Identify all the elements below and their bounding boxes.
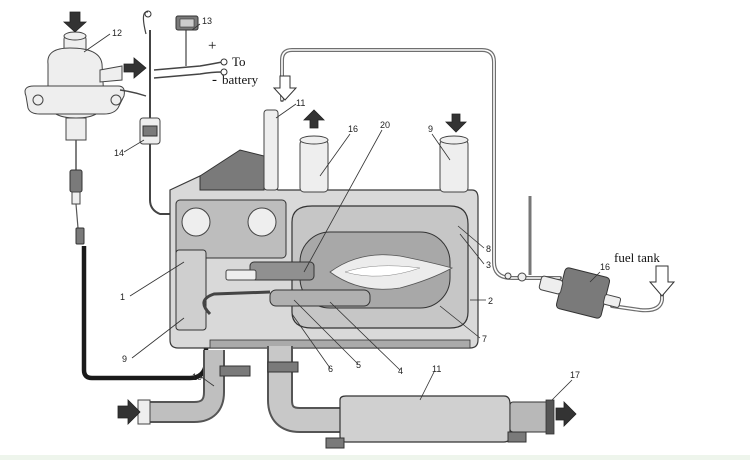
water-pump bbox=[24, 31, 125, 245]
fuel-tank-arrow bbox=[648, 265, 676, 297]
callout-16-top: 16 bbox=[348, 124, 358, 134]
callout-11: 11 bbox=[432, 364, 441, 374]
callout-9-left: 9 bbox=[122, 354, 127, 364]
callout-6: 6 bbox=[328, 364, 333, 374]
callout-16-right: 16 bbox=[600, 262, 610, 272]
heater-body bbox=[169, 109, 479, 349]
callout-8: 8 bbox=[486, 244, 491, 254]
to-label: To bbox=[232, 54, 246, 69]
coolant-out-arrow bbox=[303, 109, 325, 129]
minus-sign: - bbox=[212, 72, 217, 88]
fuel-in-arrow bbox=[272, 75, 298, 101]
plus-sign: + bbox=[208, 38, 216, 54]
battery-label: battery bbox=[222, 72, 259, 87]
callout-9-top: 9 bbox=[428, 124, 433, 134]
pump-outlet-arrow bbox=[123, 57, 147, 79]
callout-17: 17 bbox=[570, 370, 580, 380]
fuel-pump bbox=[504, 267, 622, 319]
callout-7: 7 bbox=[482, 334, 487, 344]
callout-20: 20 bbox=[380, 120, 390, 130]
fuel-tank-label: fuel tank bbox=[614, 250, 660, 265]
callout-4: 4 bbox=[398, 366, 403, 376]
callout-5: 5 bbox=[356, 360, 361, 370]
callout-12: 11 bbox=[296, 98, 305, 108]
callout-15: 14 bbox=[114, 148, 124, 158]
callout-14: 13 bbox=[202, 16, 212, 26]
callout-1: 1 bbox=[120, 292, 125, 302]
callout-13: 12 bbox=[112, 28, 122, 38]
leader-lines bbox=[83, 23, 601, 401]
callout-2: 2 bbox=[488, 296, 493, 306]
text-labels: + To - battery fuel tank bbox=[208, 38, 660, 265]
exhaust-out-arrow bbox=[555, 401, 577, 427]
air-and-exhaust bbox=[137, 346, 555, 449]
fuel-pipe bbox=[280, 48, 664, 313]
air-in-arrow bbox=[117, 399, 141, 425]
callout-numbers: 12 13 14 11 16 20 9 1 9 8 3 2 7 4 5 6 10… bbox=[112, 16, 610, 382]
callout-10: 10 bbox=[192, 372, 202, 382]
wiring-harness bbox=[119, 10, 228, 215]
footer-band bbox=[0, 455, 750, 460]
coolant-in-arrow bbox=[445, 113, 467, 133]
water-inlet-arrow bbox=[62, 11, 88, 33]
callout-3: 3 bbox=[486, 260, 491, 270]
